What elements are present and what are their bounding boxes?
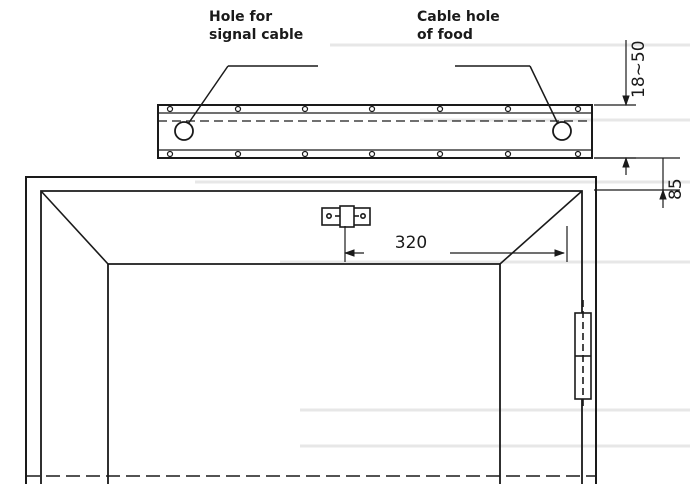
food-cable-hole bbox=[552, 121, 572, 141]
dimension-bracket-offset bbox=[343, 226, 568, 262]
food-cable-hole-label: Cable hole of food bbox=[417, 8, 500, 44]
scan-bleed-through bbox=[195, 43, 690, 448]
food-cable-hole-label-line2: of food bbox=[417, 27, 473, 43]
signal-cable-hole-label-line2: signal cable bbox=[209, 27, 304, 43]
bracket bbox=[321, 205, 371, 228]
mounting-strip bbox=[157, 104, 593, 159]
dimension-label-strip-to-frame: 85 bbox=[666, 178, 686, 200]
food-cable-hole-label-line1: Cable hole bbox=[417, 9, 500, 25]
frame bbox=[25, 176, 597, 484]
signal-cable-hole bbox=[174, 121, 194, 141]
callout-leaders bbox=[187, 65, 559, 125]
dimension-label-bracket-offset: 320 bbox=[395, 233, 427, 253]
dimension-label-strip-offset: 18~50 bbox=[629, 40, 649, 98]
dimension-strip-to-frame bbox=[594, 157, 680, 208]
hinge bbox=[574, 300, 592, 410]
signal-cable-hole-label: Hole for signal cable bbox=[209, 8, 303, 44]
signal-cable-hole-label-line1: Hole for bbox=[209, 9, 273, 25]
